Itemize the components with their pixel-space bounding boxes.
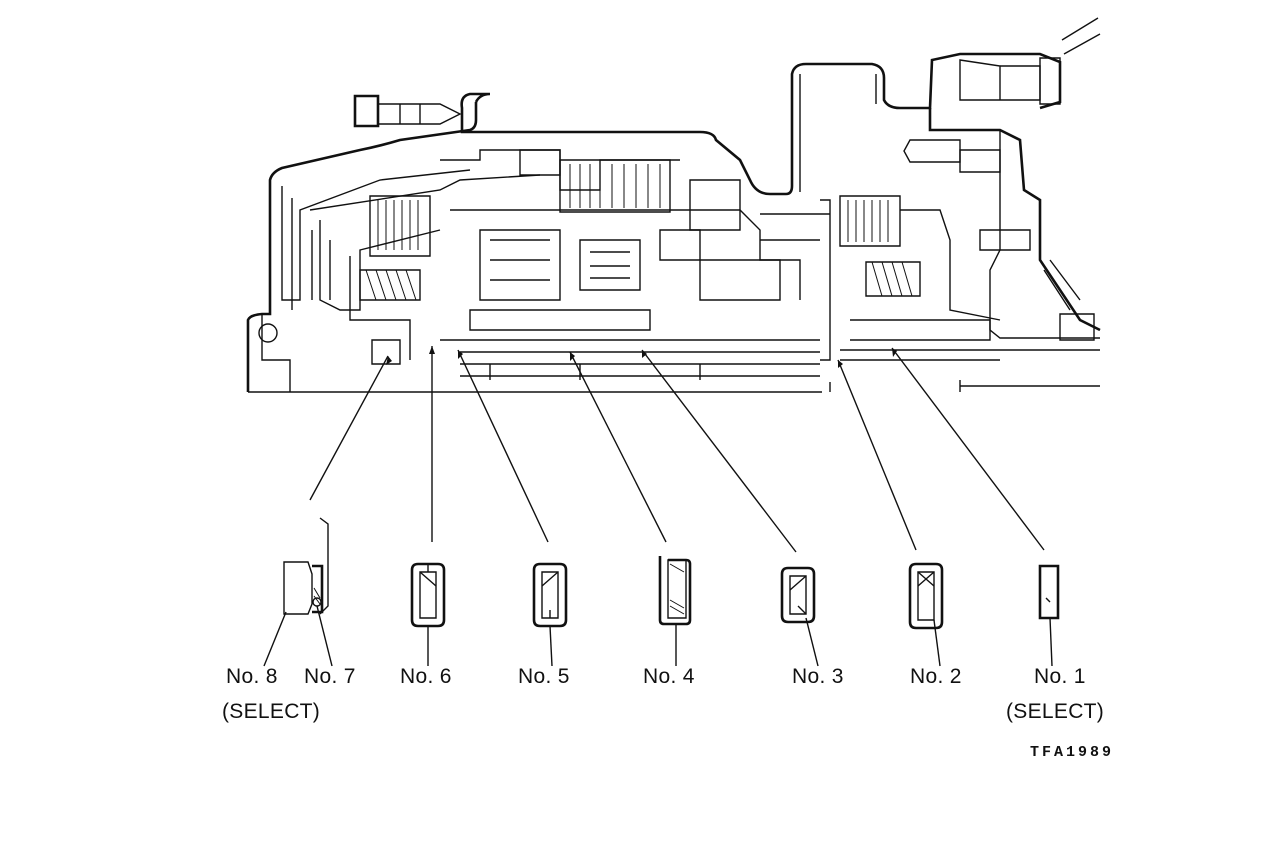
label-no2: No. 2	[910, 665, 962, 688]
label-no5: No. 5	[518, 665, 570, 688]
label-no7: No. 7	[304, 665, 356, 688]
leader-lines	[309, 346, 1045, 553]
bearing-no1-shape	[1038, 564, 1060, 620]
bearing-no3-shape	[780, 566, 816, 624]
select-note-right: (SELECT)	[1006, 700, 1105, 723]
bearing-no4-shape	[658, 556, 692, 626]
label-no4: No. 4	[643, 665, 695, 688]
bearing-no6-shape	[410, 562, 446, 628]
label-leader-lines	[263, 605, 1053, 667]
select-note-left: (SELECT)	[222, 700, 321, 723]
bearing-no5-shape	[532, 562, 568, 628]
bearing-no2-shape	[908, 562, 944, 630]
bearing-no8-no7-shape	[283, 517, 329, 615]
figure-code: TFA1989	[1030, 744, 1115, 761]
transmission-cross-section	[246, 17, 1101, 393]
label-no8: No. 8	[226, 665, 278, 688]
label-no3: No. 3	[792, 665, 844, 688]
label-no1: No. 1	[1034, 665, 1086, 688]
label-no6: No. 6	[400, 665, 452, 688]
